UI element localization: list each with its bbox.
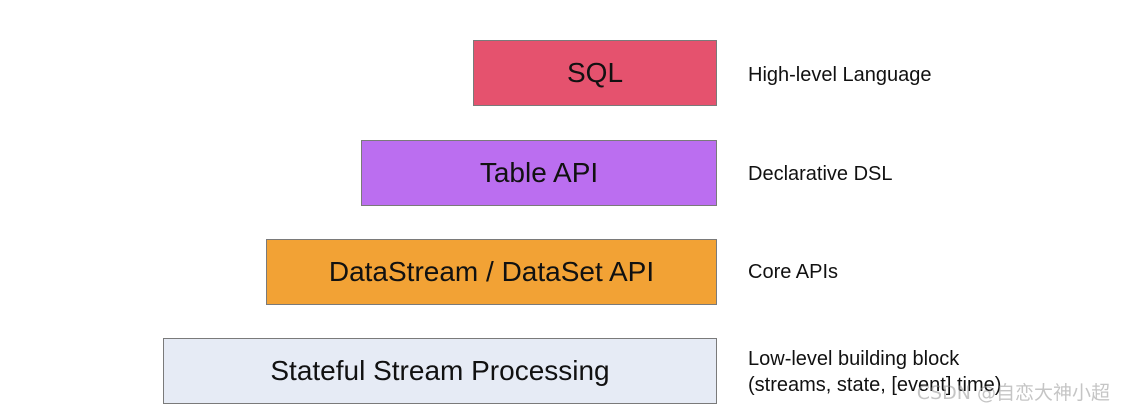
layer-description-line: High-level Language xyxy=(748,64,932,86)
layer-description-table-api: Declarative DSL xyxy=(748,161,893,187)
layer-box-stateful-stream-processing: Stateful Stream Processing xyxy=(163,338,717,404)
layer-description-stateful-stream-processing: Low-level building block (streams, state… xyxy=(748,346,1001,398)
layer-description-line: Core APIs xyxy=(748,261,839,283)
layer-description-line: Low-level building block xyxy=(748,348,960,370)
layer-box-table-api: Table API xyxy=(361,140,717,206)
layer-box-datastream-api: DataStream / DataSet API xyxy=(266,239,717,305)
watermark-text: CSDN @自恋大神小超 xyxy=(916,382,1110,404)
layer-description-sql: High-level Language xyxy=(748,62,931,88)
layer-description-line: Declarative DSL xyxy=(748,163,893,185)
layer-description-datastream-api: Core APIs xyxy=(748,259,838,285)
layer-box-sql: SQL xyxy=(473,40,717,106)
layer-description-line: (streams, state, [event] time) xyxy=(748,374,1002,396)
